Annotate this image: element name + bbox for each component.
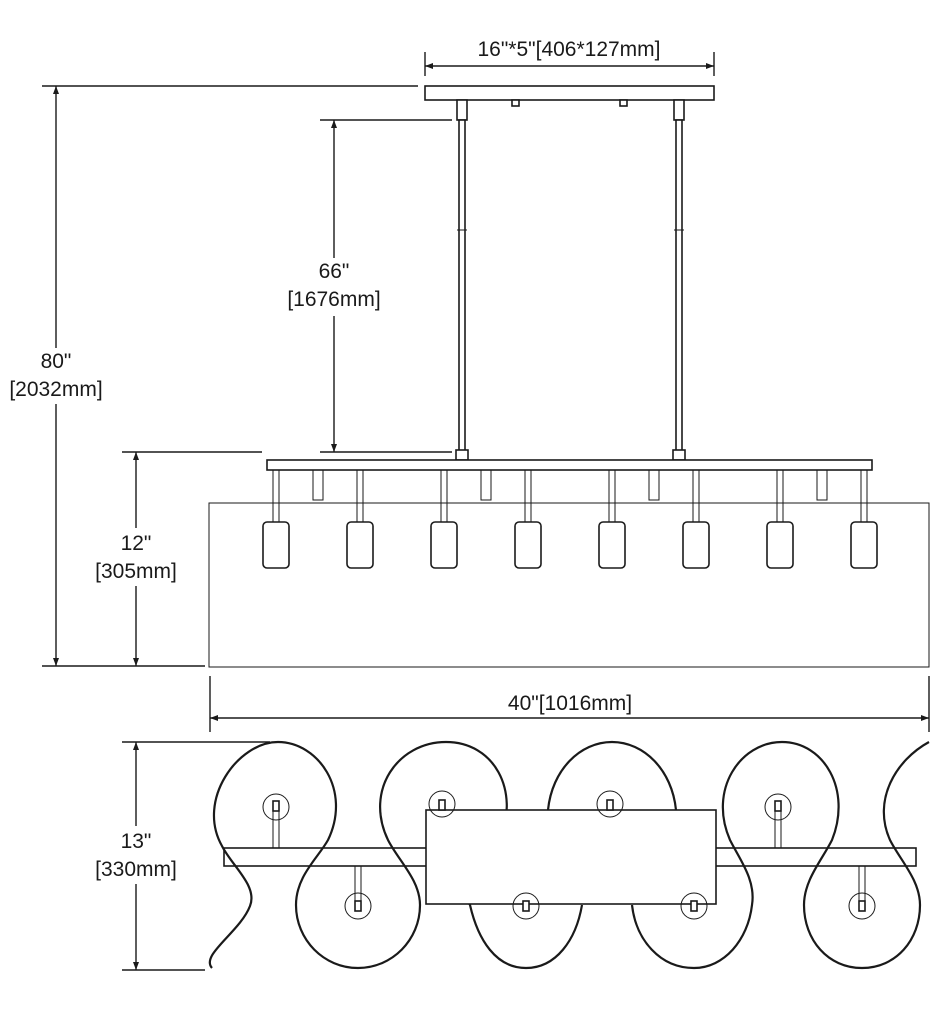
socket-7 bbox=[766, 470, 794, 569]
lamp-sockets bbox=[262, 470, 878, 569]
plan-view bbox=[208, 740, 930, 970]
rod-length-dimension: 66" [1676mm] bbox=[276, 119, 452, 453]
socket-8 bbox=[850, 470, 878, 569]
overall-height-mm: [2032mm] bbox=[9, 378, 102, 401]
fixture-bar bbox=[266, 459, 873, 471]
canopy-size-label: 16"*5"[406*127mm] bbox=[477, 38, 660, 61]
socket-2 bbox=[346, 470, 374, 569]
bar-spacers bbox=[312, 469, 828, 501]
canopy-plate bbox=[424, 85, 715, 107]
depth-in: 13" bbox=[121, 830, 152, 853]
plan-sockets bbox=[262, 790, 876, 920]
rod-length-mm: [1676mm] bbox=[287, 288, 380, 311]
socket-6 bbox=[682, 470, 710, 569]
rod-length-in: 66" bbox=[319, 260, 350, 283]
body-height-mm: [305mm] bbox=[95, 560, 177, 583]
plan-canopy bbox=[425, 809, 717, 905]
canopy-width-dimension: 16"*5"[406*127mm] bbox=[424, 38, 715, 76]
width-label: 40"[1016mm] bbox=[508, 692, 632, 715]
body-height-in: 12" bbox=[121, 532, 152, 555]
overall-height-in: 80" bbox=[41, 350, 72, 373]
socket-3 bbox=[430, 470, 458, 569]
fixture-outline bbox=[208, 502, 930, 668]
depth-mm: [330mm] bbox=[95, 858, 177, 881]
depth-dimension: 13" [330mm] bbox=[82, 741, 270, 971]
suspension-rods bbox=[455, 99, 686, 461]
width-dimension: 40"[1016mm] bbox=[209, 676, 930, 732]
socket-1 bbox=[262, 470, 290, 569]
socket-5 bbox=[598, 470, 626, 569]
body-height-dimension: 12" [305mm] bbox=[82, 451, 262, 666]
overall-height-dimension: 80" [2032mm] bbox=[4, 85, 418, 667]
socket-4 bbox=[514, 470, 542, 569]
wave-shade-outline bbox=[208, 740, 508, 970]
